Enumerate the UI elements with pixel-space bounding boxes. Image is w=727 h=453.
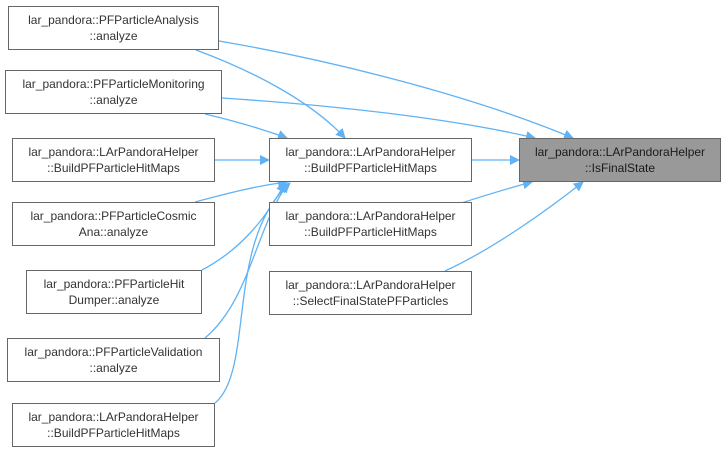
node-label-line2: ::SelectFinalStatePFParticles [292,294,449,308]
node-label-line1: lar_pandora::PFParticleCosmic [30,209,197,223]
node-pfparticlehitdumper-analyze[interactable]: lar_pandora::PFParticleHit Dumper::analy… [26,270,202,314]
node-pfparticleanalysis-analyze[interactable]: lar_pandora::PFParticleAnalysis ::analyz… [8,6,219,50]
node-label-line2: ::analyze [89,93,138,107]
node-label-line1: lar_pandora::PFParticleAnalysis [28,13,199,27]
node-label-line2: ::analyze [89,29,138,43]
node-label-line1: lar_pandora::PFParticleMonitoring [22,77,205,91]
node-label-line1: lar_pandora::PFParticleValidation [24,345,203,359]
node-label-line2: ::IsFinalState [584,161,656,175]
node-buildpfparticlehitmaps-left-1[interactable]: lar_pandora::LArPandoraHelper ::BuildPFP… [12,138,215,182]
node-label-line2: ::BuildPFParticleHitMaps [47,426,180,440]
node-buildpfparticlehitmaps-left-2[interactable]: lar_pandora::LArPandoraHelper ::BuildPFP… [12,403,215,447]
node-label-line1: lar_pandora::LArPandoraHelper [285,209,456,223]
node-selectfinalstatepfparticles[interactable]: lar_pandora::LArPandoraHelper ::SelectFi… [269,271,472,315]
node-buildpfparticlehitmaps-mid-2[interactable]: lar_pandora::LArPandoraHelper ::BuildPFP… [269,202,472,246]
node-pfparticlemonitoring-analyze[interactable]: lar_pandora::PFParticleMonitoring ::anal… [5,70,222,114]
node-label-line1: lar_pandora::LArPandoraHelper [534,145,706,159]
node-pfparticlecosmicana-analyze[interactable]: lar_pandora::PFParticleCosmic Ana::analy… [12,202,215,246]
node-label-line2: ::analyze [89,361,138,375]
edge-validation-to-mid-build-1 [204,182,289,339]
edge-monitoring-to-isfinalstate [221,97,536,141]
node-isfinalstate: lar_pandora::LArPandoraHelper ::IsFinalS… [519,138,721,182]
node-label-line2: Dumper::analyze [68,293,160,307]
edge-cosmic-to-mid-build-1 [194,178,288,203]
edge-monitoring-to-mid-build-1 [204,113,288,140]
node-label-line2: Ana::analyze [78,225,149,239]
node-label-line1: lar_pandora::PFParticleHit [43,277,185,291]
node-label-line1: lar_pandora::LArPandoraHelper [28,145,199,159]
node-label-line2: ::BuildPFParticleHitMaps [304,225,437,239]
node-pfparticlevalidation-analyze[interactable]: lar_pandora::PFParticleValidation ::anal… [7,338,220,382]
node-label-line1: lar_pandora::LArPandoraHelper [28,410,199,424]
edge-mid-select-to-isfinalstate [444,181,584,272]
edge-analysis-to-mid-build-1 [195,49,346,139]
edge-analysis-to-isfinalstate [218,40,574,140]
node-label-line2: ::BuildPFParticleHitMaps [304,161,437,175]
node-label-line1: lar_pandora::LArPandoraHelper [285,278,456,292]
node-label-line2: ::BuildPFParticleHitMaps [47,161,180,175]
node-label-line1: lar_pandora::LArPandoraHelper [285,145,456,159]
node-buildpfparticlehitmaps-mid-1[interactable]: lar_pandora::LArPandoraHelper ::BuildPFP… [269,138,472,182]
